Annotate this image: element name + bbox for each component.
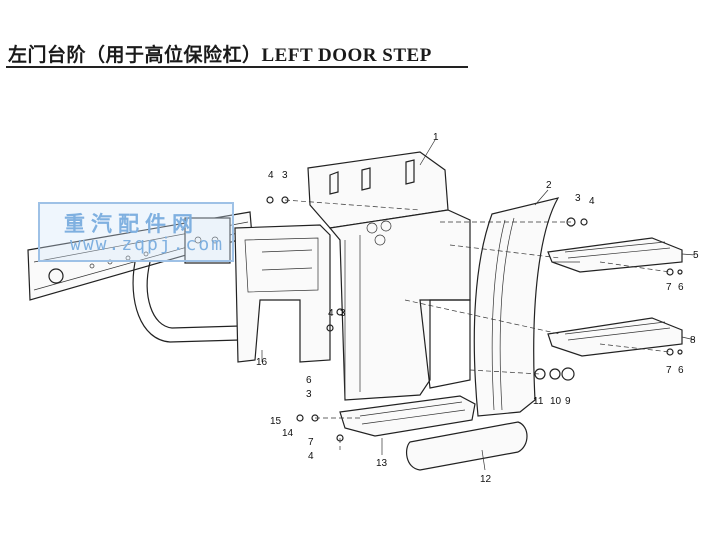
watermark-line2: www.zqpj.com: [70, 234, 225, 255]
callout-7: 7: [666, 282, 672, 293]
cover-panel: [473, 197, 560, 417]
grab-handle: [132, 261, 241, 343]
callout-4c: 4: [308, 451, 314, 462]
callout-12: 12: [480, 474, 492, 485]
callout-8: 8: [690, 335, 696, 346]
callout-3: 3: [575, 193, 581, 204]
leader-lines: [261, 139, 696, 471]
callout-6c: 6: [306, 375, 312, 386]
step-housing: [307, 151, 471, 401]
callout-5: 5: [693, 250, 699, 261]
callout-3d: 3: [340, 308, 346, 319]
title-rule: [6, 66, 468, 68]
step-tread-bottom: [339, 395, 476, 437]
callout-labels: 1 2 3 4 3 4 5 7 6 8 7 6 11 10 9 12 13 15…: [256, 132, 699, 485]
callout-14: 14: [282, 428, 294, 439]
callout-9: 9: [565, 396, 571, 407]
callout-10: 10: [550, 396, 562, 407]
page-title: 左门台阶（用于高位保险杠）LEFT DOOR STEP: [8, 45, 432, 66]
callout-6b: 6: [678, 365, 684, 376]
callout-3c: 3: [306, 389, 312, 400]
callout-16: 16: [256, 357, 268, 368]
callout-7c: 7: [308, 437, 314, 448]
callout-15: 15: [270, 416, 282, 427]
watermark: 重汽配件网 www.zqpj.com: [38, 202, 234, 262]
callout-4: 4: [589, 196, 595, 207]
kick-panel: [405, 421, 528, 471]
watermark-line1: 重汽配件网: [64, 212, 199, 236]
fasteners: [266, 196, 683, 442]
callout-1: 1: [433, 132, 439, 143]
callout-2: 2: [546, 180, 552, 191]
callout-3b: 3: [282, 170, 288, 181]
callout-11: 11: [533, 396, 544, 407]
callout-7b: 7: [666, 365, 672, 376]
mounting-bracket: [184, 217, 331, 363]
step-tread-lower: [547, 317, 683, 357]
callout-4d: 4: [328, 308, 334, 319]
step-tread-upper: [547, 237, 683, 273]
callout-4b: 4: [268, 170, 274, 181]
callout-13: 13: [376, 458, 388, 469]
callout-6: 6: [678, 282, 684, 293]
assembly-lines: [284, 199, 671, 450]
